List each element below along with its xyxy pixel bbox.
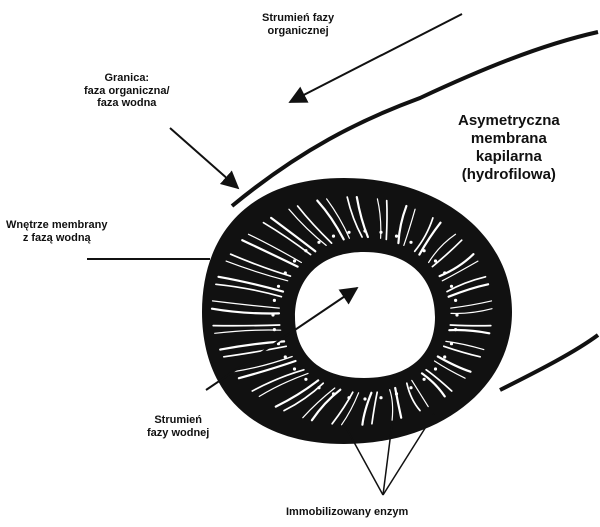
pore-speck (379, 231, 382, 234)
boundary-label: Granica: faza organiczna/ faza wodna (84, 72, 170, 110)
pore-speck (443, 271, 446, 274)
pore-speck (363, 229, 366, 232)
pore-speck (454, 328, 457, 331)
pore-speck (293, 259, 296, 262)
pore-speck (455, 313, 458, 316)
organic-stream-label: Strumień fazy organicznej (262, 12, 334, 37)
pore-speck (443, 355, 446, 358)
capillary-lower-wall (500, 335, 598, 390)
asymmetric-membrane-label: Asymetryczna membrana kapilarna (hydrofi… (458, 112, 560, 184)
pore-speck (284, 271, 287, 274)
membrane-interior-label: Wnętrze membrany z fazą wodną (6, 219, 107, 244)
pore-speck (395, 235, 398, 238)
pore-speck (409, 386, 412, 389)
pore-speck (423, 249, 426, 252)
pore-speck (363, 397, 366, 400)
pore-speck (450, 342, 453, 345)
pore-channel (450, 325, 491, 326)
pore-speck (423, 378, 426, 381)
pore-speck (454, 299, 457, 302)
pore-speck (293, 367, 296, 370)
pore-speck (332, 235, 335, 238)
boundary-arrow (170, 128, 238, 188)
pore-speck (434, 259, 437, 262)
membrane-ring (202, 178, 512, 444)
pore-speck (317, 241, 320, 244)
pore-speck (284, 355, 287, 358)
pore-speck (409, 241, 412, 244)
pore-speck (277, 285, 280, 288)
enzyme-label: Immobilizowany enzym (286, 506, 408, 519)
pore-speck (395, 392, 398, 395)
pore-speck (304, 249, 307, 252)
pore-channel (213, 325, 280, 326)
pore-speck (273, 328, 276, 331)
pore-speck (273, 299, 276, 302)
pore-speck (450, 285, 453, 288)
pore-speck (347, 396, 350, 399)
pore-speck (379, 396, 382, 399)
pore-speck (434, 367, 437, 370)
pore-speck (332, 392, 335, 395)
pore-speck (304, 378, 307, 381)
pore-speck (271, 313, 274, 316)
pore-speck (317, 386, 320, 389)
pore-speck (347, 231, 350, 234)
pore-channel (386, 201, 387, 240)
aqueous-stream-label: Strumień fazy wodnej (147, 414, 209, 439)
